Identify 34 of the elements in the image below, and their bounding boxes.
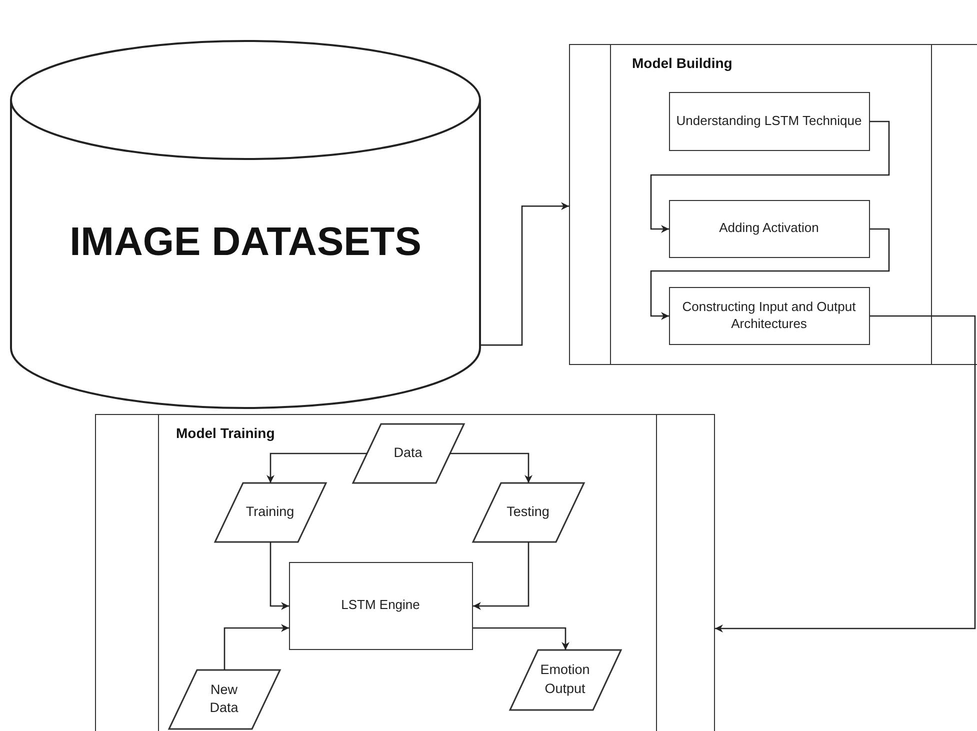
connector-arrow — [650, 228, 890, 320]
connector-arrow — [481, 202, 569, 346]
connector-arrow — [450, 452, 532, 483]
swimlane-pool — [95, 414, 715, 731]
connector-arrow — [224, 624, 289, 670]
node-label: LSTM Engine — [341, 597, 420, 614]
process-box — [668, 92, 870, 150]
data-parallelogram — [168, 670, 280, 728]
connector-arrow — [270, 542, 289, 610]
swimlane-pool — [569, 44, 977, 365]
process-box — [668, 286, 870, 344]
connector-arrow — [473, 627, 570, 650]
database-label: IMAGE DATASETS — [70, 220, 422, 264]
database-cylinder — [10, 40, 481, 408]
process-box — [668, 200, 870, 258]
connector-arrow — [266, 452, 367, 483]
data-parallelogram — [352, 424, 464, 482]
node-label: Data — [394, 444, 422, 462]
node-label: Testing — [506, 502, 550, 521]
node-label: Adding Activation — [719, 220, 819, 237]
pool-title: Model Training — [176, 425, 275, 441]
pool-title: Model Building — [632, 55, 732, 71]
data-parallelogram — [510, 650, 620, 710]
node-label: New Data — [208, 680, 240, 717]
node-label: Understanding LSTM Technique — [676, 112, 862, 130]
data-parallelogram — [214, 482, 326, 542]
node-label: Emotion Output — [539, 661, 591, 698]
node-label: Training — [246, 502, 294, 521]
process-box — [288, 562, 472, 650]
node-label: Constructing Input and Output Architectures — [681, 298, 857, 332]
connector-arrow — [473, 542, 530, 610]
data-parallelogram — [472, 482, 584, 542]
connector-arrow — [650, 120, 890, 233]
connector-arrow — [715, 315, 976, 632]
